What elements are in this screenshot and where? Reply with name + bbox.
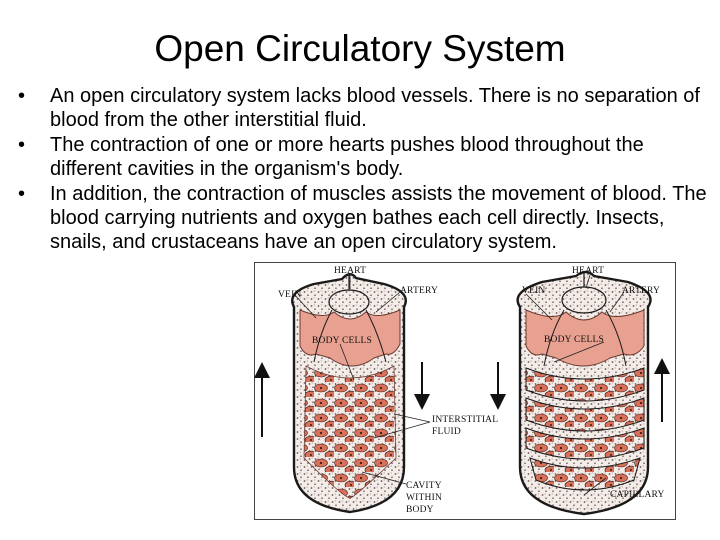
bullet-item: In addition, the contraction of muscles … <box>18 182 708 255</box>
bullet-item: An open circulatory system lacks blood v… <box>18 84 708 133</box>
closed-system-illustration <box>516 270 652 516</box>
slide-title: Open Circulatory System <box>154 28 566 69</box>
label-artery-right: ARTERY <box>622 286 660 296</box>
leader-lines <box>293 274 625 496</box>
label-cavity: CAVITY <box>406 481 442 491</box>
label-body-cells-left: BODY CELLS <box>312 336 372 346</box>
label-interstitial: INTERSTITIAL <box>432 415 498 425</box>
label-vein-left: VEIN <box>278 290 302 300</box>
label-vein-right: VEIN <box>522 286 546 296</box>
flow-arrows <box>254 358 670 437</box>
label-body-cells-right: BODY CELLS <box>544 335 604 345</box>
circulatory-diagram: HEART VEIN ARTERY BODY CELLS HEART VEIN … <box>254 262 676 520</box>
label-capillary: CAPILLARY <box>610 490 665 500</box>
bullet-item: The contraction of one or more hearts pu… <box>18 133 708 182</box>
label-heart-right: HEART <box>572 266 604 276</box>
label-body: BODY <box>406 505 434 515</box>
label-fluid: FLUID <box>432 427 461 437</box>
bullet-list: An open circulatory system lacks blood v… <box>18 84 708 255</box>
label-artery-left: ARTERY <box>400 286 438 296</box>
label-heart-left: HEART <box>334 266 366 276</box>
label-within: WITHIN <box>406 493 442 503</box>
open-system-illustration <box>291 273 407 514</box>
